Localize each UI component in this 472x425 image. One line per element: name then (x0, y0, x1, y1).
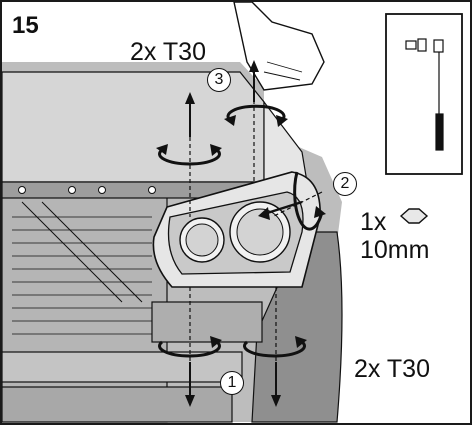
step-number: 15 (12, 12, 39, 39)
up-arrow-right (249, 60, 259, 102)
rotate-arrow-bottom-left (158, 336, 222, 358)
callout-3: 3 (207, 68, 231, 92)
mirror-trim (263, 61, 303, 81)
rotate-arrow-top-right (224, 104, 288, 127)
headlight-lens-right-inner (236, 208, 284, 256)
rotate-arrow-top-left (156, 144, 222, 166)
radiator-grille (12, 216, 152, 335)
socket-wrench-icon (405, 38, 444, 151)
lower-beam (151, 301, 263, 343)
frame-strut (21, 201, 143, 303)
down-arrow-right (271, 362, 281, 407)
callout-1: 1 (220, 371, 244, 395)
rotate-arrow-bottom-right (243, 336, 307, 358)
fastener-label-bottom: 2x T30 (354, 355, 430, 383)
bumper-bolts (18, 186, 156, 194)
up-arrow-left (185, 92, 195, 137)
callout-2: 2 (333, 172, 357, 196)
fastener-label-top: 2x T30 (130, 38, 206, 66)
tool-inset-box (385, 13, 463, 175)
fender (251, 231, 343, 423)
floor-plate (2, 386, 233, 423)
headlight-lens-left-inner (185, 223, 219, 257)
hexagon-nut-icon (399, 208, 429, 224)
nut-size-label: 10mm (360, 236, 430, 264)
rotate-arrow-side (293, 171, 326, 231)
bottom-beam (2, 351, 243, 383)
nut-count-label: 1x (360, 208, 387, 236)
down-arrow-left (185, 362, 195, 407)
